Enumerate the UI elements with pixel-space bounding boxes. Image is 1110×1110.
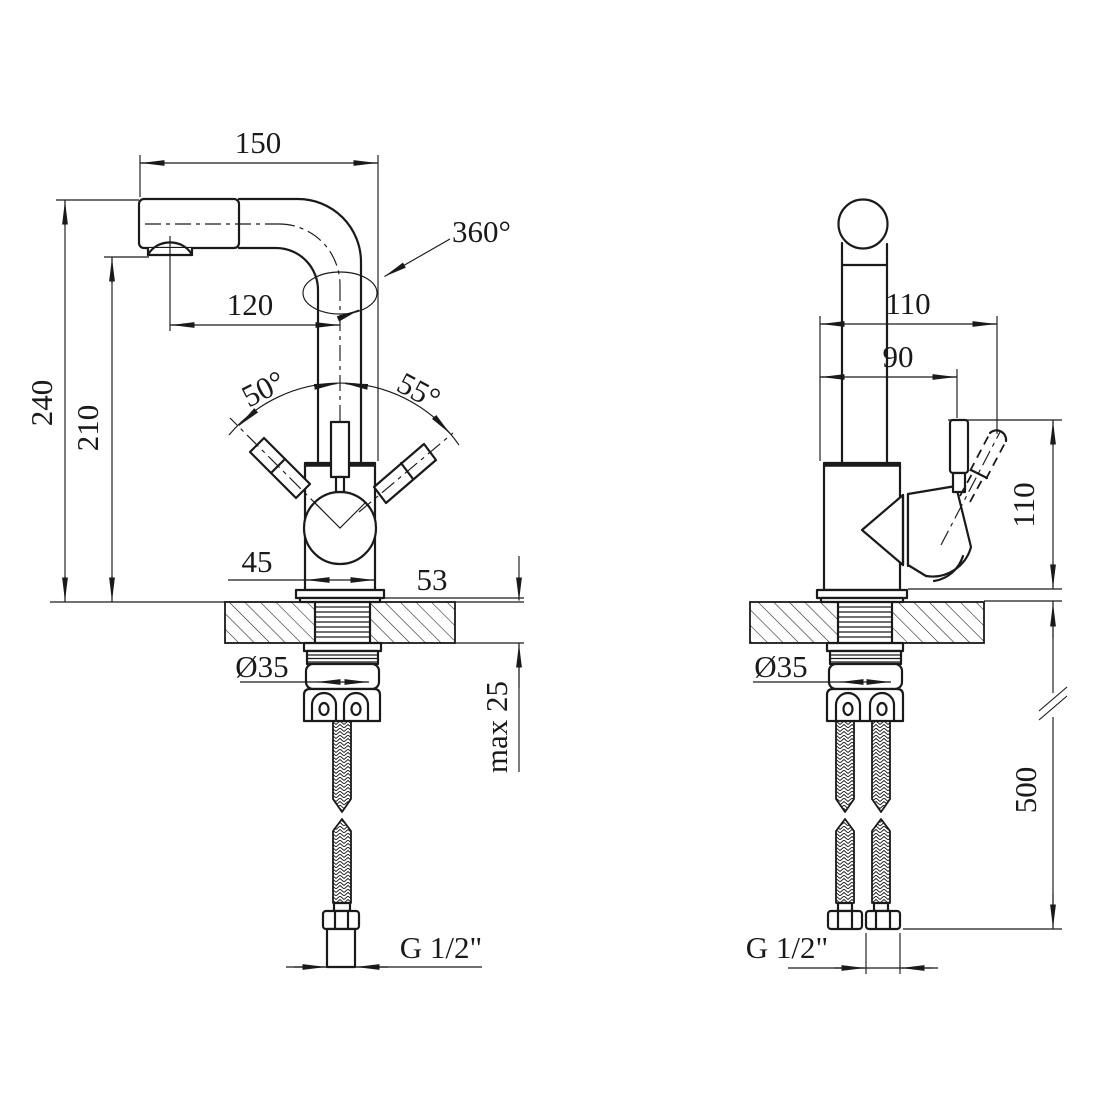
dim-50: 50°: [236, 363, 291, 414]
hose-bracket: [302, 687, 382, 723]
lever-left-axis: [229, 417, 323, 511]
lever-tilted-position: [940, 429, 1008, 546]
spout-end-circle: [837, 198, 889, 250]
dim-max25: max 25: [479, 681, 514, 773]
side-collar: [827, 662, 904, 691]
valve-cap: [906, 484, 973, 578]
side-hose-bracket: [825, 687, 905, 723]
side-handle-neck: [951, 471, 967, 494]
hose-nut-hot: [826, 909, 864, 931]
front-view: 150 360° 120 240 210: [24, 125, 524, 970]
dim-55: 55°: [392, 365, 447, 416]
side-handle-knob: [948, 418, 970, 475]
thread-lines: [316, 606, 369, 638]
handle-neck: [334, 475, 346, 494]
dim-500: 500: [1008, 767, 1043, 814]
hose-thread-end: [325, 927, 357, 969]
dim-g12-right: G 1/2": [746, 930, 828, 965]
supply-hose: [321, 720, 361, 969]
side-base-flange: [815, 588, 909, 600]
faucet-body: [229, 417, 454, 604]
countertop: [224, 600, 456, 645]
lever-left-position: [248, 436, 312, 500]
dim-150: 150: [235, 125, 282, 160]
dim-210: 210: [70, 405, 105, 452]
dim-360: 360°: [452, 214, 511, 249]
handle-stem: [329, 420, 351, 479]
side-countertop: [749, 600, 985, 645]
cap-dome-edge: [932, 554, 965, 583]
dim-d35-right: Ø35: [754, 649, 807, 684]
dim-d35-left: Ø35: [235, 649, 288, 684]
base-flange: [294, 588, 386, 600]
side-body: [815, 418, 1008, 604]
side-view: 110 90 110 500: [746, 198, 1068, 974]
lever-right-position: [372, 442, 438, 505]
hose-ferrule: [332, 901, 352, 913]
dim-240: 240: [24, 380, 59, 427]
washer: [302, 641, 383, 653]
dim-110-top: 110: [885, 286, 930, 321]
side-spout-pipe: [837, 198, 889, 465]
lever-right-axis: [358, 432, 454, 513]
hose-nut: [321, 909, 361, 931]
dim-53: 53: [417, 562, 448, 597]
ball-marks: [314, 502, 366, 529]
dim-120: 120: [227, 287, 274, 322]
dim-90: 90: [883, 339, 914, 374]
dim-45: 45: [242, 544, 273, 579]
side-washer: [825, 641, 905, 653]
dim-g12-left: G 1/2": [400, 930, 482, 965]
collar: [304, 662, 381, 691]
front-view-dimensions: 150 360° 120 240 210: [24, 125, 524, 970]
side-view-dimensions: 110 90 110 500: [746, 286, 1068, 974]
dim-110-side: 110: [1006, 482, 1041, 527]
spout: [137, 197, 363, 596]
side-supply-hoses: [826, 720, 902, 931]
hose-nut-cold: [864, 909, 902, 931]
